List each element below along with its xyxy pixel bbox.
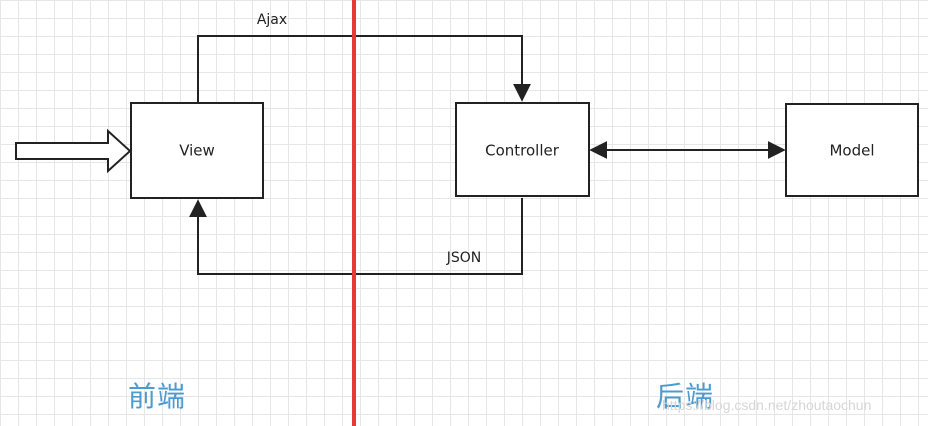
- watermark-text: https://blog.csdn.net/zhoutaochun: [662, 397, 872, 413]
- backend-zone-label: 后端: [656, 380, 715, 413]
- model-node: Model: [785, 103, 919, 197]
- json-label: JSON: [446, 250, 482, 266]
- frontend-zone-label: 前端: [128, 380, 187, 413]
- model-node-label: Model: [829, 142, 874, 160]
- json-connector: [189, 198, 523, 275]
- view-node: View: [130, 102, 264, 199]
- entry-arrow: [15, 128, 132, 174]
- controller-node: Controller: [455, 102, 590, 197]
- controller-node-label: Controller: [485, 142, 560, 160]
- ajax-label: Ajax: [257, 12, 287, 28]
- ajax-connector: [197, 35, 531, 103]
- view-node-label: View: [179, 142, 215, 160]
